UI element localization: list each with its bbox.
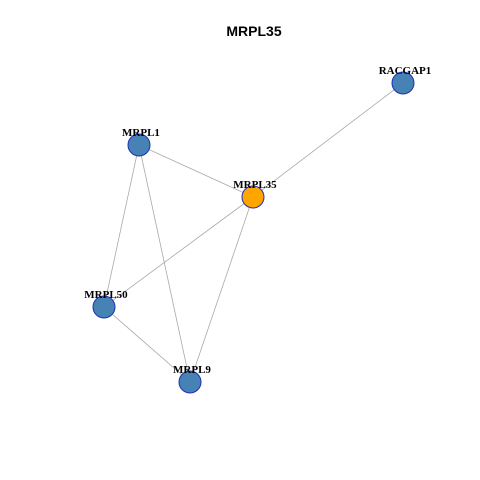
node-circle-racgap1	[391, 71, 415, 95]
node-label-mrpl1: MRPL1	[122, 127, 160, 139]
node-circle-mrpl9	[178, 370, 202, 394]
edge-mrpl35-racgap1	[252, 82, 404, 198]
node-mrpl35: MRPL35	[233, 179, 277, 209]
edges-layer	[103, 82, 404, 383]
node-circle-mrpl35	[241, 185, 265, 209]
node-circle-mrpl50	[92, 295, 116, 319]
edge-mrpl35-mrpl50	[103, 196, 254, 308]
edge-mrpl50-mrpl9	[103, 306, 191, 383]
node-label-mrpl50: MRPL50	[84, 289, 128, 301]
node-label-mrpl9: MRPL9	[173, 364, 211, 376]
edge-mrpl35-mrpl1	[138, 144, 254, 198]
node-mrpl9: MRPL9	[173, 364, 211, 394]
edge-mrpl1-mrpl9	[138, 144, 191, 383]
node-circle-mrpl1	[127, 133, 151, 157]
plot-title: MRPL35	[226, 23, 281, 39]
node-label-racgap1: RACGAP1	[379, 65, 432, 77]
edge-mrpl1-mrpl50	[103, 144, 140, 308]
node-mrpl50: MRPL50	[84, 289, 128, 319]
node-mrpl1: MRPL1	[122, 127, 160, 157]
node-racgap1: RACGAP1	[379, 65, 432, 95]
edge-mrpl35-mrpl9	[189, 196, 254, 383]
node-label-mrpl35: MRPL35	[233, 179, 277, 191]
